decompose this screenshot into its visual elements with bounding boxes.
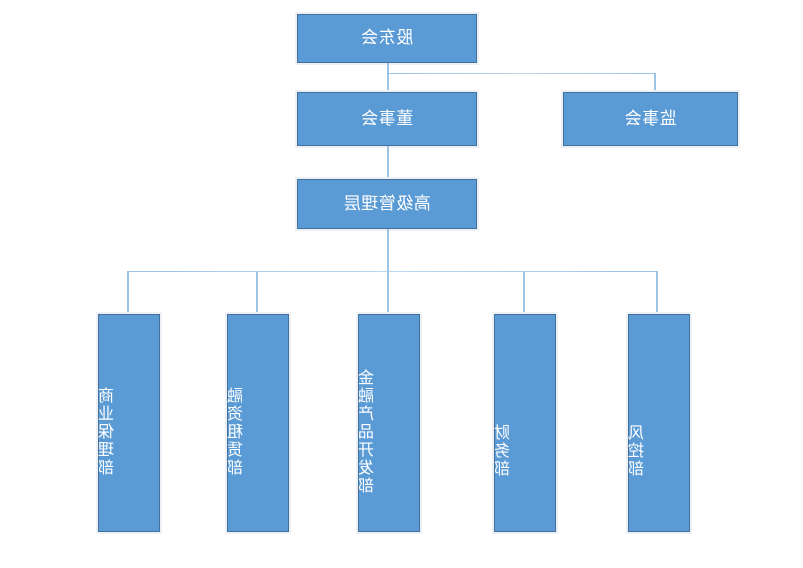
connector-management-stub — [387, 229, 389, 272]
node-factoring[interactable]: 商业保理部 — [96, 312, 162, 534]
node-product-dev[interactable]: 金融产品开发部 — [356, 312, 422, 534]
node-label-product-dev: 金融产品开发部 — [358, 369, 377, 495]
connector-shareholders-stub — [387, 63, 389, 73]
node-risk-control[interactable]: 风控部 — [626, 312, 692, 534]
node-label-finance: 财务部 — [494, 424, 513, 478]
connector-drop-finance — [523, 271, 525, 314]
connector-departments-horizontal — [128, 271, 657, 272]
connector-drop-factoring — [127, 271, 129, 314]
node-finance[interactable]: 财务部 — [492, 312, 558, 534]
node-directors[interactable]: 董事会 — [295, 90, 479, 148]
connector-drop-directors — [387, 73, 389, 92]
node-label-supervisors: 监事会 — [624, 108, 677, 129]
connector-directors-to-management — [387, 146, 389, 179]
connector-drop-risk-control — [656, 271, 658, 314]
node-label-directors: 董事会 — [360, 108, 414, 129]
connector-drop-leasing — [256, 271, 258, 314]
node-senior-management[interactable]: 高级管理层 — [295, 177, 479, 231]
node-label-senior-management: 高级管理层 — [343, 193, 431, 214]
node-leasing[interactable]: 融资租赁部 — [225, 312, 291, 534]
node-supervisors[interactable]: 监事会 — [561, 90, 740, 148]
node-label-leasing: 融资租赁部 — [227, 387, 246, 477]
node-shareholders[interactable]: 股东会 — [295, 12, 479, 65]
node-label-risk-control: 风控部 — [628, 424, 647, 478]
connector-drop-supervisors — [654, 73, 656, 92]
node-label-shareholders: 股东会 — [360, 28, 414, 49]
node-label-factoring: 商业保理部 — [98, 387, 117, 477]
connector-level2-horizontal — [387, 73, 655, 74]
connector-drop-product-dev — [387, 271, 389, 314]
